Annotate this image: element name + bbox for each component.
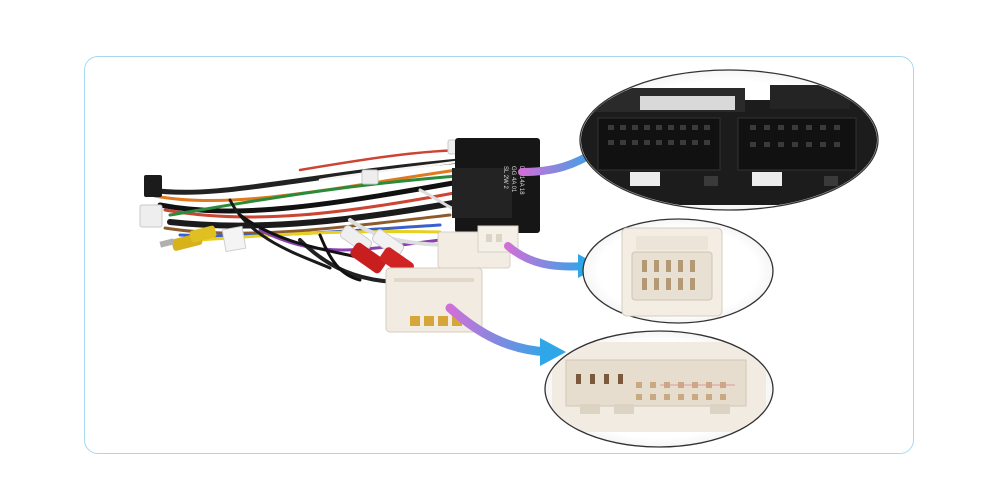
black-main-connector: DP 14A 18 GG 4A 01 SL 2W 2: [452, 138, 540, 233]
white-plug-left: [139, 204, 163, 228]
label-line-3: SL 2W 2: [502, 166, 508, 189]
wire-bundle: [147, 148, 473, 284]
callout-arrow-3: [445, 303, 566, 366]
label-line-2: GG 4A 01: [510, 166, 516, 193]
callout-small-white-connector: [582, 218, 774, 324]
callout-large-white-connector: [544, 330, 774, 448]
label-line-1: DP 14A 18: [518, 166, 524, 195]
callout-black-connector: [579, 69, 879, 211]
small-white-connector: [437, 225, 519, 269]
white-plug-mid: [361, 169, 379, 185]
black-plug-left: [144, 175, 162, 197]
white-tag: [221, 225, 247, 253]
